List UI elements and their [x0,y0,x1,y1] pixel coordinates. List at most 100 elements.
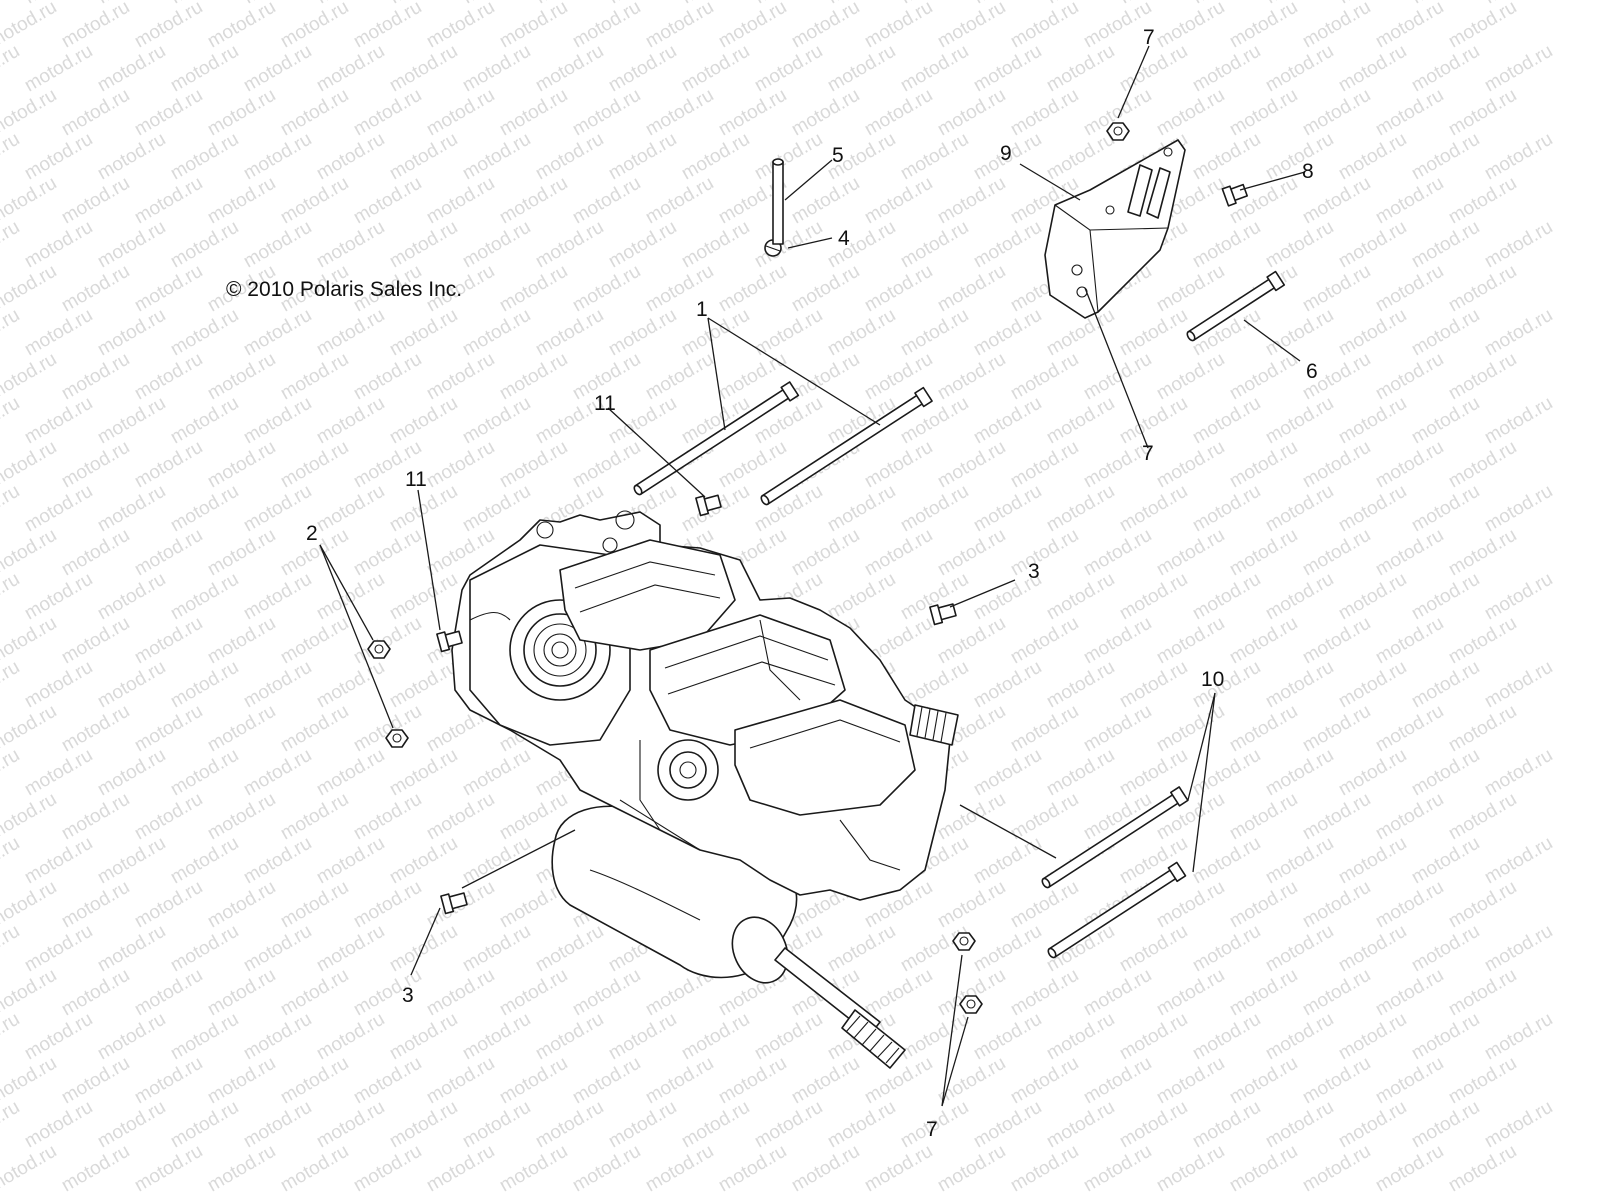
watermark-text: motod.ru [277,173,352,229]
watermark-text: motod.ru [167,41,242,97]
watermark-text: motod.ru [1481,569,1556,625]
watermark-text: motod.ru [58,965,133,1021]
callout-9: 9 [1000,142,1012,165]
watermark-text: motod.ru [277,877,352,933]
watermark-text: motod.ru [824,217,899,273]
watermark-text: motod.ru [1408,305,1483,361]
watermark-text: motod.ru [496,0,571,52]
watermark-text: motod.ru [1408,129,1483,185]
callout-6: 6 [1306,360,1318,383]
watermark-text: motod.ru [678,129,753,185]
watermark-text: motod.ru [1335,569,1410,625]
watermark-text: motod.ru [1153,965,1228,1021]
watermark-text: motod.ru [532,305,607,361]
watermark-text: motod.ru [386,41,461,97]
callout-5: 5 [832,144,844,167]
part-9-bracket [1044,139,1186,319]
watermark-text: motod.ru [131,877,206,933]
watermark-text: motod.ru [240,305,315,361]
callout-4: 4 [838,227,850,250]
watermark-text: motod.ru [1116,569,1191,625]
watermark-text: motod.ru [240,129,315,185]
leader-lines [319,45,1306,1107]
watermark-text: motod.ru [21,393,96,449]
watermark-text: motod.ru [1335,41,1410,97]
watermark-text: motod.ru [131,965,206,1021]
watermark-text: motod.ru [131,349,206,405]
watermark-text: motod.ru [569,1053,644,1109]
watermark-text: motod.ru [788,85,863,141]
watermark-text: motod.ru [313,1009,388,1065]
watermark-text: motod.ru [94,41,169,97]
watermark-text: motod.ru [788,0,863,52]
watermark-text: motod.ru [1043,657,1118,713]
callout-3-upper: 3 [1028,560,1040,583]
watermark-text: motod.ru [423,0,498,52]
watermark-text: motod.ru [1226,173,1301,229]
watermark-text: motod.ru [1299,613,1374,669]
watermark-text: motod.ru [1226,877,1301,933]
watermark-text: motod.ru [1335,921,1410,977]
watermark-text: motod.ru [1007,85,1082,141]
watermark-text: motod.ru [277,85,352,141]
watermark-text: motod.ru [1372,261,1447,317]
copyright-text: © 2010 Polaris Sales Inc. [226,278,462,301]
watermark-text: motod.ru [204,349,279,405]
watermark-text: motod.ru [569,173,644,229]
watermark-text: motod.ru [970,217,1045,273]
watermark-text: motod.ru [1226,1141,1301,1197]
watermark-text: motod.ru [1372,1141,1447,1197]
watermark-text: motod.ru [1116,481,1191,537]
watermark-text: motod.ru [751,1097,826,1153]
watermark-text: motod.ru [240,833,315,889]
watermark-text: motod.ru [934,85,1009,141]
watermark-text: motod.ru [605,305,680,361]
watermark-text: motod.ru [1445,349,1520,405]
watermark-text: motod.ru [1189,569,1264,625]
watermark-text: motod.ru [131,85,206,141]
watermark-text: motod.ru [1372,789,1447,845]
watermark-text: motod.ru [569,437,644,493]
watermark-text: motod.ru [1372,613,1447,669]
watermark-text: motod.ru [1262,1097,1337,1153]
watermark-text: motod.ru [569,1141,644,1197]
watermark-text: motod.ru [751,41,826,97]
watermark-text: motod.ru [58,85,133,141]
watermark-text: motod.ru [94,745,169,801]
watermark-text: motod.ru [1372,877,1447,933]
watermark-text: motod.ru [313,921,388,977]
watermark-text: motod.ru [94,305,169,361]
watermark-text: motod.ru [1080,613,1155,669]
watermark-text: motod.ru [21,833,96,889]
watermark-text: motod.ru [861,173,936,229]
watermark-text: motod.ru [569,261,644,317]
watermark-text: motod.ru [58,701,133,757]
watermark-text: motod.ru [1080,1141,1155,1197]
watermark-text: motod.ru [58,349,133,405]
watermark-text: motod.ru [934,877,1009,933]
watermark-text: motod.ru [1189,921,1264,977]
watermark-text: motod.ru [1481,745,1556,801]
watermark-text: motod.ru [824,41,899,97]
watermark-text: motod.ru [678,305,753,361]
watermark-text: motod.ru [167,217,242,273]
watermark-text: motod.ru [1007,1053,1082,1109]
watermark-text: motod.ru [1408,481,1483,537]
watermark-text: motod.ru [496,965,571,1021]
watermark-text: motod.ru [1080,701,1155,757]
watermark-text: motod.ru [496,1141,571,1197]
watermark-text: motod.ru [1116,657,1191,713]
watermark-text: motod.ru [167,833,242,889]
watermark-text: motod.ru [21,1097,96,1153]
watermark-text: motod.ru [1299,1053,1374,1109]
watermark-text: motod.ru [204,701,279,757]
watermark-text: motod.ru [751,1009,826,1065]
watermark-text: motod.ru [386,129,461,185]
watermark-text: motod.ru [21,305,96,361]
watermark-text: motod.ru [1226,0,1301,52]
watermark-text: motod.ru [204,1053,279,1109]
watermark-text: motod.ru [58,0,133,52]
watermark-text: motod.ru [386,833,461,889]
watermark-text: motod.ru [824,569,899,625]
watermark-text: motod.ru [131,613,206,669]
